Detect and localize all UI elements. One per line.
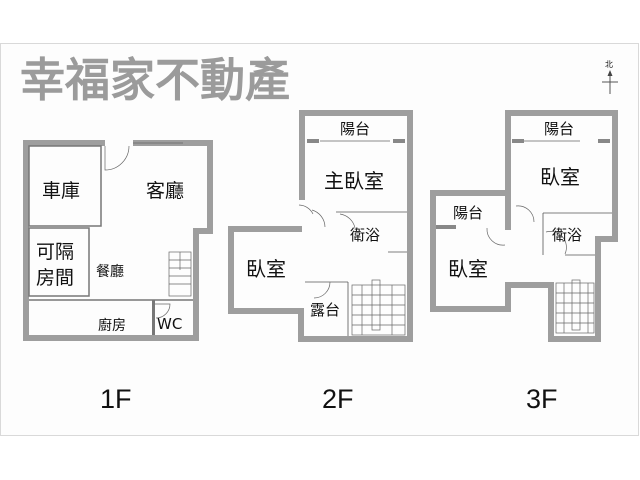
door-swing [515, 205, 535, 223]
floor-2f-plan: 陽台 主臥室 衛浴 臥室 露台 [228, 110, 413, 342]
wall [612, 110, 618, 240]
floor-label-1f: 1F [100, 384, 132, 414]
floor-3f-plan: 陽台 臥室 衛浴 陽台 臥室 [430, 110, 618, 342]
wall [595, 236, 618, 242]
room-balcony-3f-main: 陽台 [544, 120, 574, 138]
wall-stub [393, 139, 405, 143]
wall [299, 110, 413, 116]
watermark-text: 幸福家不動產 [20, 53, 290, 107]
wall [23, 335, 199, 341]
wall [298, 336, 413, 342]
stairs-1f [168, 251, 192, 297]
wall [228, 226, 302, 232]
stairs-3f [555, 279, 595, 334]
wall [207, 140, 213, 230]
room-master-bedroom: 主臥室 [324, 169, 384, 193]
wall [299, 110, 305, 200]
terrace-door-swing [313, 281, 331, 299]
room-bedroom-3f-main: 臥室 [540, 165, 580, 189]
wall [430, 306, 511, 312]
room-bathroom-2f: 衛浴 [350, 226, 380, 244]
bath-door-swing [339, 213, 356, 229]
wall [595, 236, 601, 342]
wall-stub [436, 225, 456, 229]
room-living: 客廳 [146, 180, 184, 202]
room-flex-line2: 房間 [36, 267, 74, 289]
drawing-frame [0, 43, 639, 436]
wall [298, 308, 304, 342]
room-balcony-2f: 陽台 [340, 120, 370, 138]
wall [430, 190, 436, 312]
wall-stub [598, 139, 610, 143]
wall [23, 140, 105, 146]
wall [505, 110, 511, 230]
door-swing [298, 204, 314, 215]
wall [228, 230, 234, 314]
room-bedroom-3f-side: 臥室 [448, 257, 488, 281]
room-balcony-3f-side: 陽台 [453, 204, 483, 222]
wc-door-swing [155, 303, 171, 319]
door-swing [104, 145, 130, 171]
wall-stub [307, 139, 319, 143]
north-arrow-icon: 北 [602, 60, 618, 94]
wc-wall [152, 300, 155, 335]
floor-1f-plan: 車庫 客廳 可隔 房間 餐廳 廚房 WC [23, 140, 213, 341]
room-bedroom-2f: 臥室 [246, 257, 286, 281]
wall [430, 190, 511, 196]
wall [548, 336, 601, 342]
room-kitchen: 廚房 [98, 317, 126, 334]
compass-label: 北 [605, 60, 613, 69]
wall [548, 282, 554, 342]
room-terrace-2f: 露台 [310, 301, 340, 319]
room-bathroom-3f: 衛浴 [552, 226, 582, 244]
wall [228, 308, 304, 314]
wall [505, 110, 618, 116]
wall [407, 110, 413, 340]
door-swing [486, 227, 506, 246]
wall [193, 228, 199, 341]
door-swing [311, 209, 326, 228]
floor-label-3f: 3F [526, 384, 558, 414]
wall [193, 228, 213, 234]
wall-stub [512, 139, 524, 143]
room-garage: 車庫 [42, 180, 80, 202]
room-flex-line1: 可隔 [36, 241, 74, 263]
wall [505, 282, 553, 288]
wall [23, 140, 29, 341]
room-wc: WC [157, 315, 182, 333]
bath-door-swing [545, 231, 567, 255]
room-dining: 餐廳 [96, 263, 124, 280]
wall [505, 282, 511, 312]
flex-room-wall [28, 227, 90, 297]
stairs-2f [351, 279, 406, 336]
garage-wall [28, 145, 102, 227]
floor-label-2f: 2F [322, 384, 354, 414]
